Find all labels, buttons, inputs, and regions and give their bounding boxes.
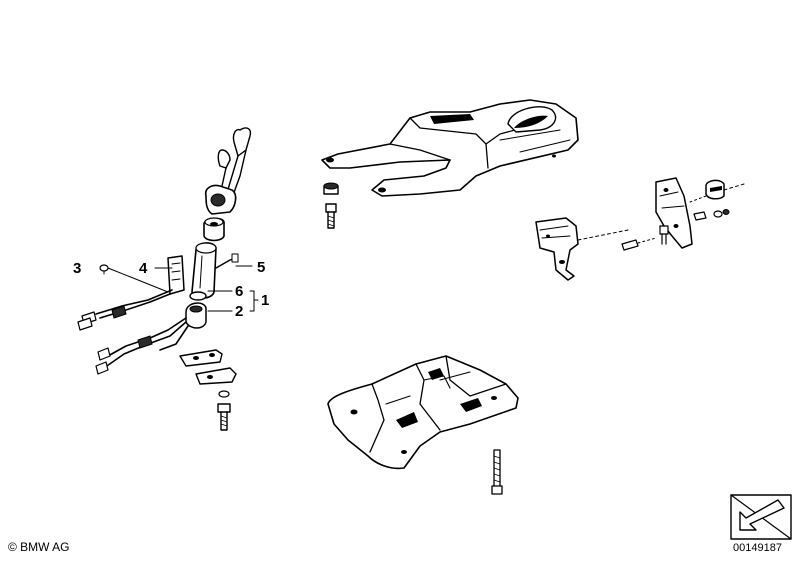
long-screw	[491, 449, 503, 495]
ignition-key-and-lock-assembly	[95, 127, 252, 375]
arrow-nav-icon[interactable]	[730, 494, 792, 540]
callout-1: 1	[261, 292, 270, 309]
callout-5: 5	[257, 259, 266, 276]
upper-column-cover	[321, 99, 579, 197]
callout-2: 2	[235, 303, 244, 320]
callout-4: 4	[139, 260, 148, 277]
callout-3: 3	[73, 260, 82, 277]
copyright-label: © BMW AG	[8, 540, 70, 554]
callout-6: 6	[235, 283, 244, 300]
leader-lines	[107, 265, 259, 312]
cover-grommet-and-screw	[323, 182, 339, 229]
mounting-bracket-assembly	[535, 177, 745, 281]
lower-column-cover	[327, 355, 519, 470]
mounting-clamps-and-screw	[179, 349, 237, 431]
connector-block-harness	[77, 255, 185, 331]
diagram-number: 00149187	[733, 542, 782, 554]
